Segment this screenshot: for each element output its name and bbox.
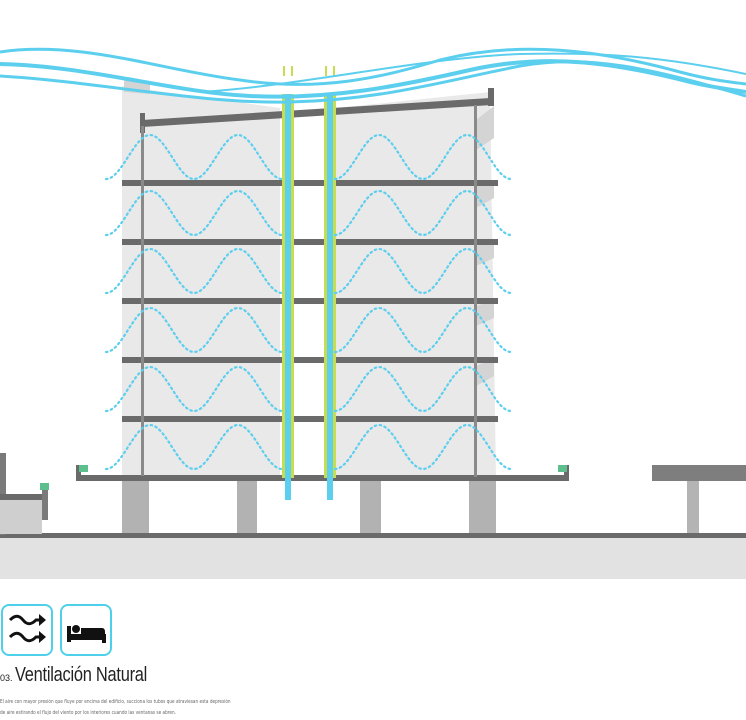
green-marker xyxy=(40,483,49,490)
building-envelope-right xyxy=(336,92,496,478)
air-wave-path xyxy=(104,189,284,237)
air-wave-path xyxy=(333,247,513,295)
green-marker xyxy=(79,465,88,472)
floor-slabs xyxy=(76,180,569,481)
right-canopy xyxy=(652,465,746,481)
interior-air-waves xyxy=(104,133,513,471)
air-wave-path xyxy=(333,423,513,471)
air-wave-path xyxy=(333,306,513,354)
bed-icon xyxy=(60,604,112,656)
wind-flow-icon xyxy=(1,604,53,656)
air-wave-path xyxy=(333,365,513,413)
air-wave-path xyxy=(104,365,284,413)
figure-description: El aire con mayor presión que fluye por … xyxy=(0,697,234,719)
columns xyxy=(122,481,496,533)
air-wave-path xyxy=(333,189,513,237)
left-neighbor-slab xyxy=(0,494,48,500)
description-line-1: El aire con mayor presión que fluye por … xyxy=(0,699,231,705)
ventilation-tubes xyxy=(282,66,336,500)
left-neighbor-parapet xyxy=(42,486,48,520)
right-canopy-column xyxy=(687,481,699,533)
figure-number: 03. xyxy=(0,673,13,683)
building-section-diagram xyxy=(0,47,746,579)
ground xyxy=(0,537,746,579)
air-wave-path xyxy=(104,306,284,354)
facade-fins xyxy=(124,80,494,386)
roof-slab xyxy=(142,98,492,127)
air-wave-path xyxy=(104,133,284,181)
description-line-2: de aire estirando el flujo del viento po… xyxy=(0,710,176,716)
figure-title-text: Ventilación Natural xyxy=(14,664,147,686)
roof-parapet-left xyxy=(140,113,145,133)
air-wave-path xyxy=(104,247,284,295)
wind-flow-lines xyxy=(0,47,746,104)
air-wave-path xyxy=(104,423,284,471)
ground-line xyxy=(0,533,746,538)
figure-title: 03.Ventilación Natural xyxy=(0,664,176,687)
green-marker xyxy=(558,465,567,472)
air-wave-path xyxy=(333,133,513,181)
left-neighbor-block xyxy=(0,500,42,534)
roof-parapet-right xyxy=(488,88,494,106)
interior-walls xyxy=(141,105,477,477)
